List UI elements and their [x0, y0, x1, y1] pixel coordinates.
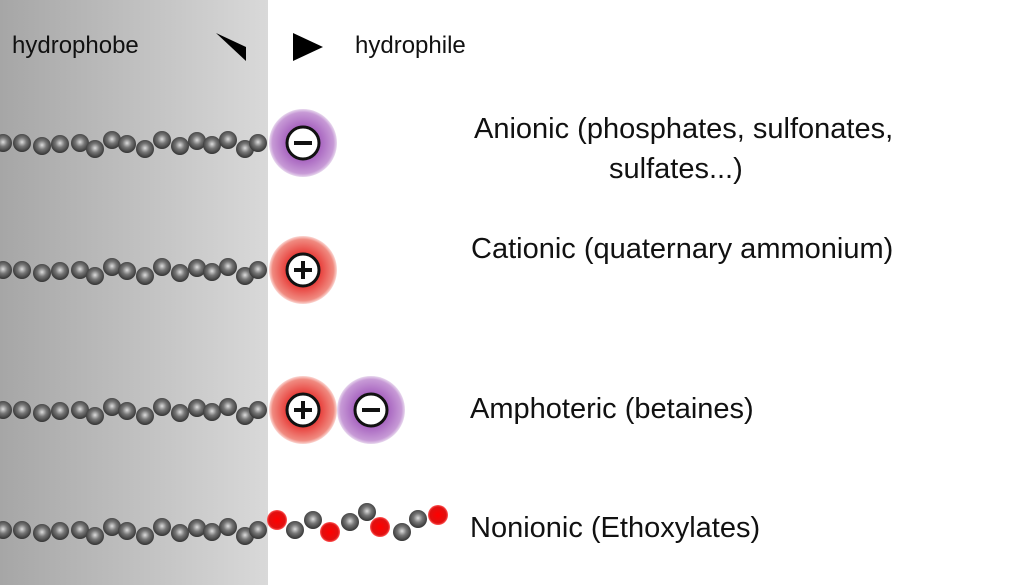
carbon-bead — [0, 134, 12, 152]
carbon-bead — [86, 407, 104, 425]
hydrophobe-region — [0, 0, 268, 585]
carbon-bead — [13, 401, 31, 419]
carbon-bead — [358, 503, 376, 521]
carbon-bead — [13, 134, 31, 152]
carbon-bead — [203, 263, 221, 281]
carbon-bead — [188, 519, 206, 537]
anionic-label: Anionic (phosphates, sulfonates, — [474, 113, 894, 145]
carbon-bead — [188, 259, 206, 277]
oxygen-bead — [267, 510, 287, 530]
carbon-bead — [153, 518, 171, 536]
carbon-bead — [33, 404, 51, 422]
carbon-bead — [51, 135, 69, 153]
minus-head-icon — [337, 376, 405, 444]
carbon-bead — [188, 132, 206, 150]
plus-head-icon — [269, 376, 337, 444]
carbon-bead — [219, 131, 237, 149]
nonionic-tail — [0, 518, 267, 545]
hydrophobe-label: hydrophobe — [12, 32, 139, 59]
carbon-bead — [118, 135, 136, 153]
cationic-tail — [0, 258, 267, 285]
cationic-label: Cationic (quaternary ammonium) — [471, 233, 894, 265]
carbon-bead — [203, 136, 221, 154]
carbon-bead — [136, 140, 154, 158]
carbon-bead — [71, 261, 89, 279]
carbon-bead — [171, 137, 189, 155]
carbon-bead — [118, 262, 136, 280]
carbon-bead — [13, 521, 31, 539]
carbon-bead — [188, 399, 206, 417]
carbon-bead — [203, 523, 221, 541]
carbon-bead — [51, 402, 69, 420]
carbon-bead — [219, 258, 237, 276]
carbon-bead — [286, 521, 304, 539]
carbon-bead — [249, 401, 267, 419]
carbon-bead — [249, 521, 267, 539]
hydrophile-label: hydrophile — [355, 32, 466, 59]
carbon-bead — [249, 261, 267, 279]
carbon-bead — [33, 137, 51, 155]
carbon-bead — [118, 522, 136, 540]
carbon-bead — [171, 524, 189, 542]
oxygen-bead — [370, 517, 390, 537]
carbon-bead — [153, 258, 171, 276]
carbon-bead — [86, 267, 104, 285]
oxygen-bead — [428, 505, 448, 525]
carbon-bead — [393, 523, 411, 541]
carbon-bead — [304, 511, 322, 529]
carbon-bead — [86, 140, 104, 158]
carbon-bead — [171, 264, 189, 282]
carbon-bead — [86, 527, 104, 545]
anionic-tail — [0, 131, 267, 158]
plus-head-icon — [269, 236, 337, 304]
carbon-bead — [13, 261, 31, 279]
nonionic-label: Nonionic (Ethoxylates) — [470, 512, 761, 544]
carbon-bead — [33, 264, 51, 282]
carbon-bead — [33, 524, 51, 542]
carbon-bead — [51, 262, 69, 280]
carbon-bead — [136, 527, 154, 545]
carbon-bead — [103, 518, 121, 536]
carbon-bead — [219, 518, 237, 536]
oxygen-bead — [320, 522, 340, 542]
carbon-bead — [103, 398, 121, 416]
anionic-label-2: sulfates...) — [609, 153, 743, 185]
carbon-bead — [171, 404, 189, 422]
carbon-bead — [153, 131, 171, 149]
carbon-bead — [203, 403, 221, 421]
right-arrow-icon — [293, 33, 323, 61]
carbon-bead — [136, 267, 154, 285]
left-arrow-icon — [216, 33, 246, 61]
carbon-bead — [71, 401, 89, 419]
amphoteric-label: Amphoteric (betaines) — [470, 393, 754, 425]
carbon-bead — [103, 258, 121, 276]
carbon-bead — [71, 134, 89, 152]
carbon-bead — [341, 513, 359, 531]
carbon-bead — [409, 510, 427, 528]
carbon-bead — [118, 402, 136, 420]
carbon-bead — [0, 521, 12, 539]
carbon-bead — [51, 522, 69, 540]
minus-head-icon — [269, 109, 337, 177]
carbon-bead — [249, 134, 267, 152]
carbon-bead — [0, 261, 12, 279]
carbon-bead — [136, 407, 154, 425]
carbon-bead — [153, 398, 171, 416]
carbon-bead — [219, 398, 237, 416]
carbon-bead — [0, 401, 12, 419]
carbon-bead — [71, 521, 89, 539]
carbon-bead — [103, 131, 121, 149]
amphoteric-tail — [0, 398, 267, 425]
